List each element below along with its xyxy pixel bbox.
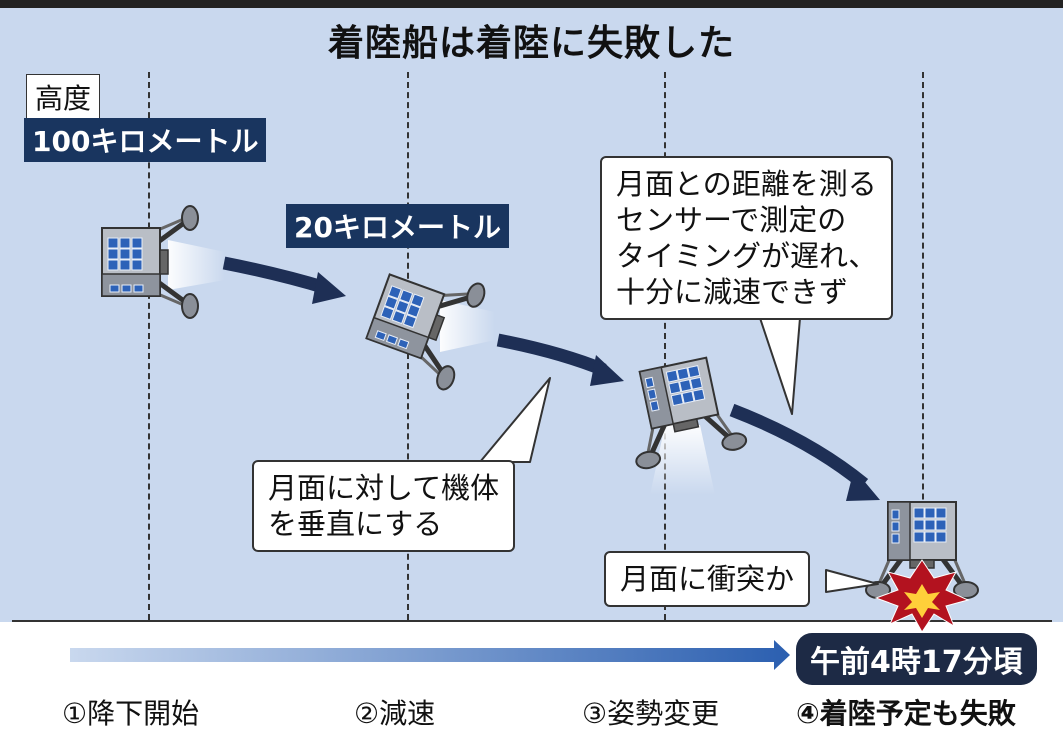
altitude-20km-label: 20キロメートル — [286, 204, 509, 248]
thrust-plume-2 — [440, 300, 495, 352]
callout-tail-vertical — [479, 377, 551, 463]
timeline-arrow — [70, 640, 790, 670]
altitude-100km-label: 100キロメートル — [24, 118, 267, 162]
stage-label-3: ③姿勢変更 — [582, 697, 720, 730]
stage-guide-line-1 — [148, 72, 150, 620]
stage-guide-line-4 — [922, 72, 924, 620]
page-title: 着陸船は着陸に失敗した — [327, 23, 735, 64]
stage-label-4: ④着陸予定も失敗 — [796, 697, 1016, 730]
time-badge: 午前4時17分頃 — [796, 633, 1037, 685]
trajectory-arrowhead-1 — [312, 272, 346, 304]
trajectory-arrowhead-2 — [590, 355, 624, 386]
callout-impact: 月面に衝突か — [604, 551, 811, 607]
callout-tail-impact — [825, 569, 879, 593]
altitude-heading: 高度 — [26, 74, 101, 120]
thrust-plume-3 — [650, 425, 715, 495]
callout-tail-sensor — [759, 317, 801, 415]
stage-guide-line-3 — [664, 72, 666, 620]
callout-sensor-delay: 月面との距離を測る センサーで測定の タイミングが遅れ、 十分に減速できず — [600, 156, 894, 320]
trajectory-arrow-3 — [729, 403, 869, 490]
trajectory-arrowhead-3 — [846, 469, 880, 501]
moon-surface-line — [12, 620, 1052, 622]
stage-label-1: ①降下開始 — [62, 697, 200, 730]
thrust-plume-1 — [168, 240, 225, 290]
stage-label-2: ②減速 — [354, 697, 436, 730]
trajectory-arrow-2 — [496, 333, 607, 377]
callout-vertical-attitude: 月面に対して機体 を垂直にする — [252, 460, 516, 552]
top-bar — [0, 0, 1063, 8]
trajectory-arrow-1 — [222, 256, 328, 295]
